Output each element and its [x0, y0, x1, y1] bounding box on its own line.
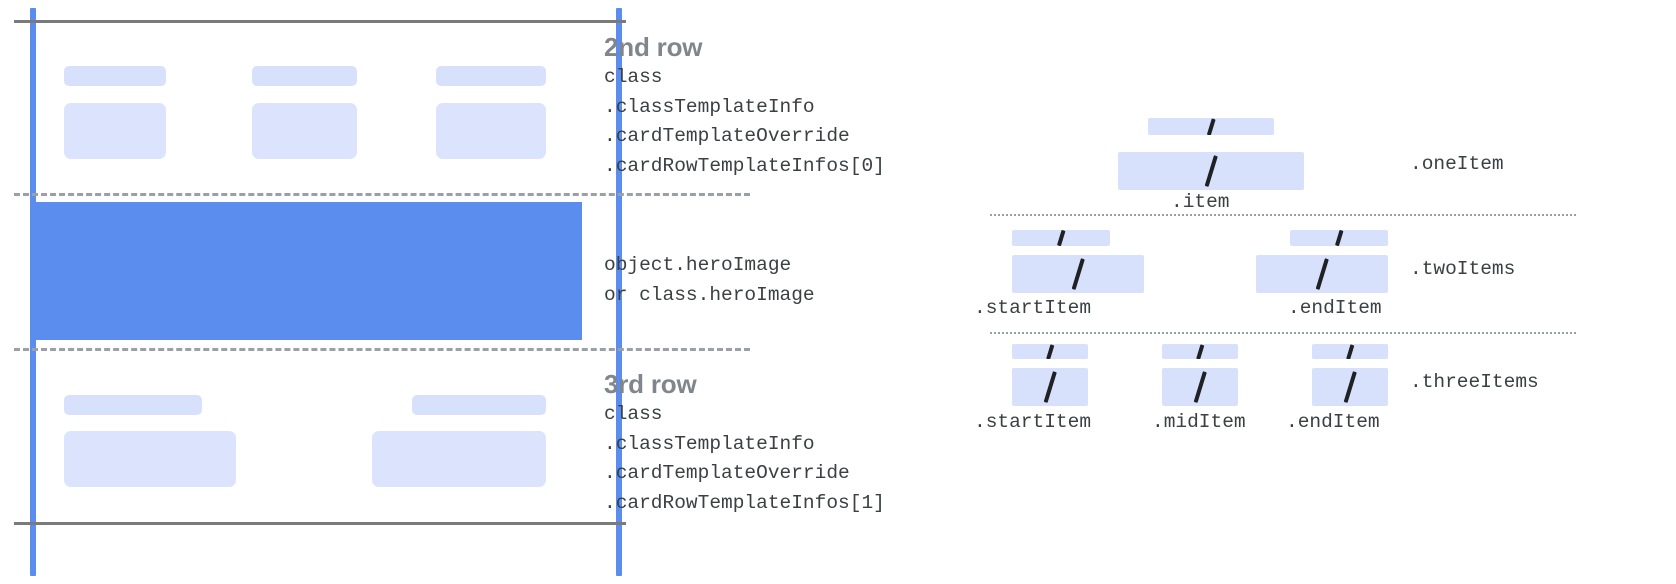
one-item-label-chip: [1148, 118, 1274, 135]
slash-icon: [1193, 371, 1207, 403]
second-row-col1-label-chip: [64, 66, 166, 86]
third-row-col2-value-chip: [372, 431, 546, 487]
slash-icon: [1056, 230, 1066, 246]
three-items-start-label: .startItem: [974, 411, 1092, 433]
three-items-mid-label-chip: [1162, 344, 1238, 359]
slash-icon: [1196, 344, 1204, 359]
card-right-edge-guide: [616, 8, 622, 576]
one-item-value-chip: [1118, 152, 1304, 190]
third-row-code: class .classTemplateInfo .cardTemplateOv…: [604, 402, 885, 514]
three-items-end-label: .endItem: [1286, 411, 1380, 433]
second-row-annotation: 2nd row class .classTemplateInfo .cardTe…: [604, 32, 885, 181]
second-row-col2-label-chip: [252, 66, 357, 86]
two-items-group-label: .twoItems: [1410, 258, 1516, 280]
slash-icon: [1206, 118, 1216, 135]
third-row-col1-label-chip: [64, 395, 202, 415]
second-row-col3-value-chip: [436, 103, 546, 159]
slash-icon: [1204, 155, 1218, 187]
card-template-rows-diagram: [0, 0, 750, 584]
two-items-end-label-chip: [1290, 230, 1388, 246]
card-bottom-border-rule: [14, 522, 626, 525]
two-items-end-label: .endItem: [1288, 297, 1382, 319]
third-row-col2-label-chip: [412, 395, 546, 415]
second-row-title: 2nd row: [604, 32, 703, 62]
second-row-col1-value-chip: [64, 103, 166, 159]
one-item-item-label: .item: [1171, 191, 1230, 213]
three-items-end-value-chip: [1312, 368, 1388, 406]
row-divider-dashed-upper: [14, 193, 750, 196]
third-row-annotation: 3rd row class .classTemplateInfo .cardTe…: [604, 369, 885, 518]
second-row-code: class .classTemplateInfo .cardTemplateOv…: [604, 65, 885, 177]
row-divider-dashed-lower: [14, 348, 750, 351]
card-top-border-rule: [14, 20, 626, 23]
hero-row-code: object.heroImage or class.heroImage: [604, 254, 815, 306]
two-three-items-divider: [990, 332, 1576, 334]
three-items-end-label-chip: [1312, 344, 1388, 359]
slash-icon: [1343, 371, 1357, 403]
one-two-items-divider: [990, 214, 1576, 216]
slash-icon: [1043, 371, 1057, 403]
third-row-col1-value-chip: [64, 431, 236, 487]
three-items-start-label-chip: [1012, 344, 1088, 359]
slash-icon: [1334, 230, 1344, 246]
two-items-end-value-chip: [1256, 255, 1388, 293]
slash-icon: [1346, 344, 1354, 359]
three-items-start-value-chip: [1012, 368, 1088, 406]
two-items-start-value-chip: [1012, 255, 1144, 293]
row-item-variants-diagram: .item .oneItem .startItem .endItem .twoI…: [960, 0, 1676, 584]
second-row-col2-value-chip: [252, 103, 357, 159]
hero-row-annotation: object.heroImage or class.heroImage: [604, 251, 815, 310]
slash-icon: [1315, 258, 1329, 290]
slash-icon: [1071, 258, 1085, 290]
second-row-col3-label-chip: [436, 66, 546, 86]
hero-image-band: [34, 202, 582, 340]
two-items-start-label: .startItem: [974, 297, 1092, 319]
three-items-group-label: .threeItems: [1410, 371, 1539, 393]
three-items-mid-label: .midItem: [1152, 411, 1246, 433]
slash-icon: [1046, 344, 1054, 359]
one-item-group-label: .oneItem: [1410, 153, 1504, 175]
three-items-mid-value-chip: [1162, 368, 1238, 406]
two-items-start-label-chip: [1012, 230, 1110, 246]
card-left-edge-guide: [30, 8, 36, 576]
third-row-title: 3rd row: [604, 369, 697, 399]
